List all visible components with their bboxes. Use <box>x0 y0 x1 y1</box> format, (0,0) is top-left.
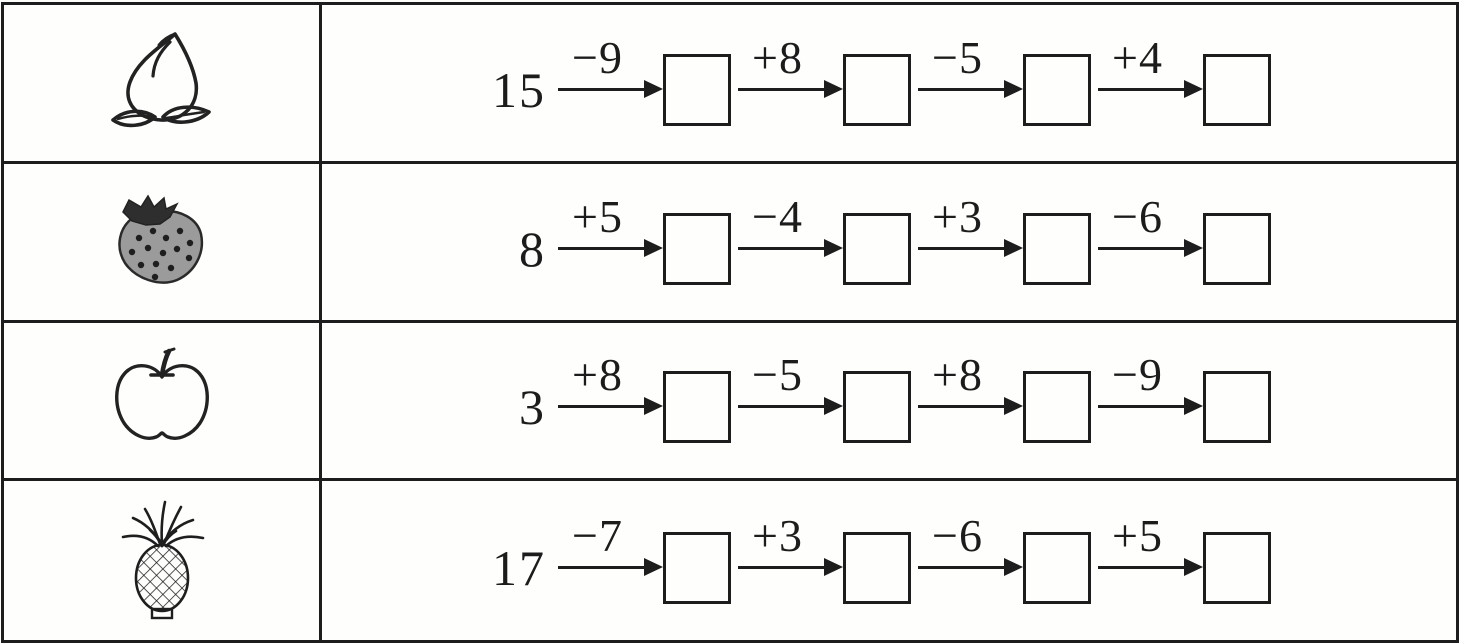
pineapple-icon <box>121 500 204 619</box>
chain-step: −7 <box>558 512 738 604</box>
operation-label: +5 <box>1112 509 1163 561</box>
apple-icon <box>114 347 209 441</box>
fruit-icon-cell <box>4 481 322 640</box>
chain-step: +5 <box>558 193 738 285</box>
arrow-icon: +8 <box>558 352 663 416</box>
answer-box[interactable] <box>663 371 731 444</box>
answer-box[interactable] <box>1203 53 1271 126</box>
answer-box[interactable] <box>1023 371 1091 444</box>
arrow-icon: +8 <box>738 34 843 98</box>
operation-label: +3 <box>932 190 983 242</box>
chain-step: −5 <box>918 34 1098 126</box>
operation-chain: 8 +5 −4 +3 −6 <box>322 164 1456 320</box>
operation-chain: 15 −9 +8 −5 +4 <box>322 5 1456 161</box>
answer-box[interactable] <box>1203 531 1271 604</box>
arrow-icon: −5 <box>918 34 1023 98</box>
operation-chain: 17 −7 +3 −6 +5 <box>322 481 1456 640</box>
operation-label: +4 <box>1112 31 1163 83</box>
arrow-icon: −9 <box>558 34 663 98</box>
start-number: 3 <box>519 379 546 436</box>
arrow-icon: +5 <box>558 193 663 257</box>
chain-step: −6 <box>1098 193 1278 285</box>
operation-label: +3 <box>752 509 803 561</box>
chain-step: −6 <box>918 512 1098 604</box>
chain-step: +8 <box>918 352 1098 444</box>
arrow-icon: +4 <box>1098 34 1203 98</box>
chain-step: +8 <box>558 352 738 444</box>
arrow-icon: +5 <box>1098 512 1203 576</box>
chain-step: +3 <box>918 193 1098 285</box>
operation-label: −5 <box>752 349 803 401</box>
answer-box[interactable] <box>1203 371 1271 444</box>
answer-box[interactable] <box>843 371 911 444</box>
operation-label: +8 <box>752 31 803 83</box>
start-number: 8 <box>519 220 546 277</box>
operation-label: −7 <box>572 509 623 561</box>
start-number: 17 <box>492 539 546 596</box>
chain-step: −4 <box>738 193 918 285</box>
operation-chain: 3 +8 −5 +8 −9 <box>322 323 1456 479</box>
arrow-icon: +3 <box>918 193 1023 257</box>
fruit-icon-cell <box>4 5 322 161</box>
answer-box[interactable] <box>663 53 731 126</box>
chain-step: −9 <box>558 34 738 126</box>
chain-step: +4 <box>1098 34 1278 126</box>
table-row: 3 +8 −5 +8 −9 <box>4 322 1456 482</box>
operation-label: +5 <box>572 190 623 242</box>
start-number: 15 <box>492 61 546 118</box>
operation-label: −4 <box>752 190 803 242</box>
operation-label: −9 <box>572 31 623 83</box>
operation-label: −6 <box>1112 190 1163 242</box>
table-row: 17 −7 +3 −6 +5 <box>4 481 1456 640</box>
strawberry-icon <box>117 194 203 284</box>
arrow-icon: −4 <box>738 193 843 257</box>
peach-icon <box>110 32 211 128</box>
chain-step: +3 <box>738 512 918 604</box>
chain-step: +5 <box>1098 512 1278 604</box>
answer-box[interactable] <box>843 531 911 604</box>
arrow-icon: +3 <box>738 512 843 576</box>
answer-box[interactable] <box>1023 531 1091 604</box>
answer-box[interactable] <box>1023 212 1091 285</box>
arrow-icon: −9 <box>1098 352 1203 416</box>
table-row: 8 +5 −4 +3 −6 <box>4 163 1456 323</box>
arrow-icon: −5 <box>738 352 843 416</box>
chain-step: −9 <box>1098 352 1278 444</box>
answer-box[interactable] <box>663 531 731 604</box>
answer-box[interactable] <box>843 212 911 285</box>
answer-box[interactable] <box>1203 212 1271 285</box>
fruit-icon-cell <box>4 163 322 320</box>
chain-step: +8 <box>738 34 918 126</box>
operation-label: −9 <box>1112 349 1163 401</box>
operation-label: −6 <box>932 509 983 561</box>
arrow-icon: −6 <box>918 512 1023 576</box>
arrow-icon: −7 <box>558 512 663 576</box>
fruit-icon-cell <box>4 322 322 479</box>
operation-label: +8 <box>932 349 983 401</box>
table-row: 15 −9 +8 −5 +4 <box>4 5 1456 164</box>
chain-step: −5 <box>738 352 918 444</box>
answer-box[interactable] <box>1023 53 1091 126</box>
arrow-icon: +8 <box>918 352 1023 416</box>
operation-label: +8 <box>572 349 623 401</box>
operation-label: −5 <box>932 31 983 83</box>
arrow-icon: −6 <box>1098 193 1203 257</box>
answer-box[interactable] <box>843 53 911 126</box>
answer-box[interactable] <box>663 212 731 285</box>
